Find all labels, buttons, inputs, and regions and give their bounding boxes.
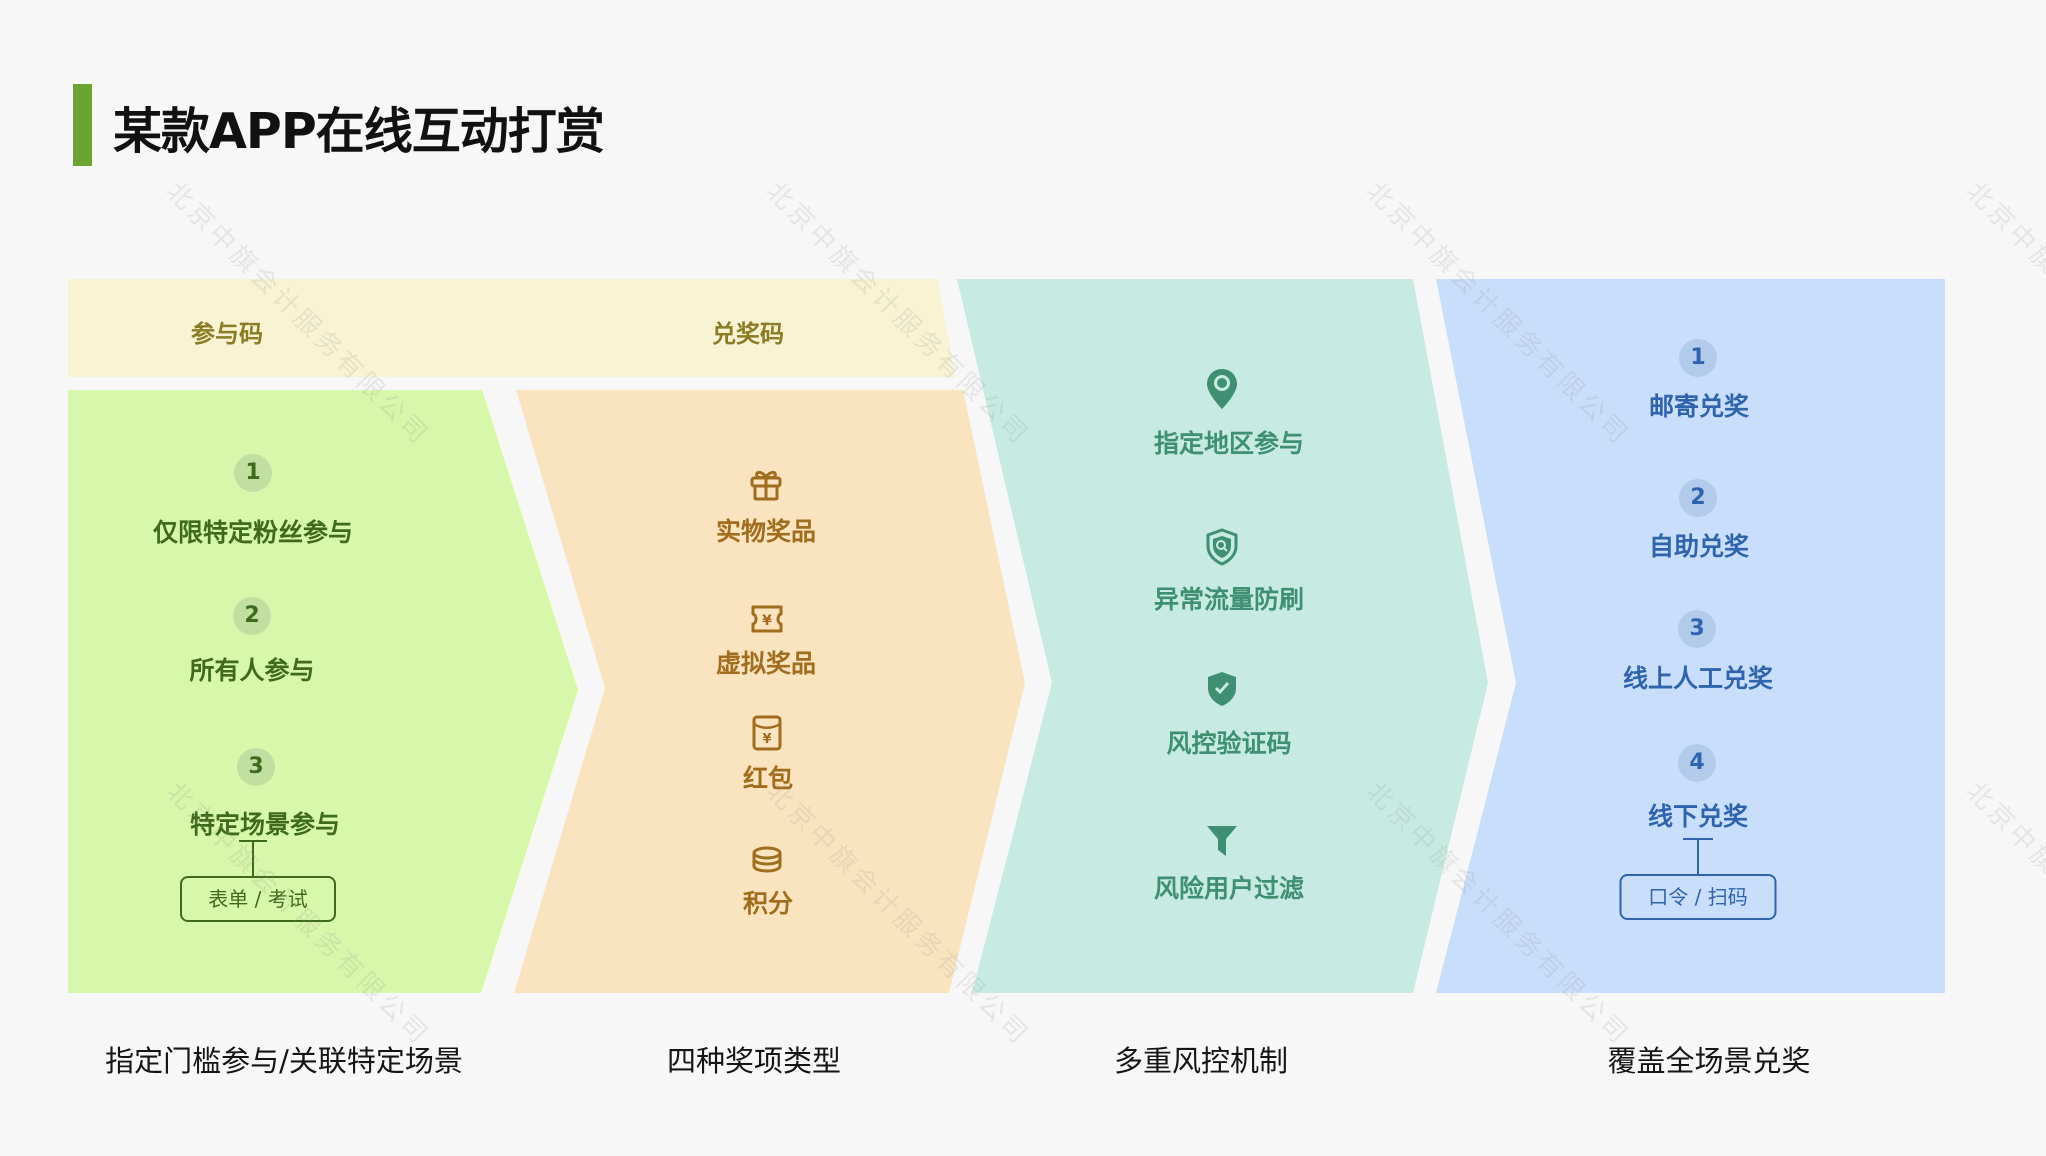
connector-line <box>1683 838 1713 875</box>
coupon-icon: ¥ <box>751 605 783 633</box>
red-envelope-icon: ¥ <box>752 715 782 751</box>
teal-panel-shape <box>957 279 1488 993</box>
caption-redemption: 覆盖全场景兑奖 <box>1607 1044 1811 1078</box>
top-banner-shape <box>68 279 955 377</box>
step-badge-2: 2 <box>233 597 271 635</box>
prize-item-physical: 实物奖品 <box>715 517 817 546</box>
caption-prize-types: 四种奖项类型 <box>666 1044 842 1078</box>
risk-item-captcha: 风控验证码 <box>1166 729 1292 758</box>
risk-item-user-filter: 风险用户过滤 <box>1153 874 1305 903</box>
redeem-item-self-service: 自助兑奖 <box>1648 532 1750 561</box>
svg-text:¥: ¥ <box>762 613 772 629</box>
shield-check-icon <box>1208 672 1236 706</box>
offline-method-tag: 口令 / 扫码 <box>1619 874 1777 920</box>
redeem-item-offline: 线下兑奖 <box>1647 802 1749 831</box>
participation-item-everyone: 所有人参与 <box>189 656 315 685</box>
redeem-item-online-manual: 线上人工兑奖 <box>1622 664 1774 693</box>
step-badge-3: 3 <box>237 748 275 786</box>
redeem-badge-1: 1 <box>1679 339 1717 377</box>
caption-participation: 指定门槛参与/关联特定场景 <box>105 1044 463 1078</box>
connector-line <box>239 840 267 877</box>
redeem-badge-3: 3 <box>1678 610 1716 648</box>
participation-item-scene: 特定场景参与 <box>189 810 341 839</box>
participation-code-label: 参与码 <box>191 320 263 348</box>
title-accent-bar <box>73 84 92 166</box>
green-panel-shape <box>68 390 578 993</box>
redemption-code-label: 兑奖码 <box>712 320 784 348</box>
redeem-badge-2: 2 <box>1679 479 1717 517</box>
step-badge-1: 1 <box>234 454 272 492</box>
prize-item-red-envelope: 红包 <box>742 764 794 793</box>
redeem-item-mail: 邮寄兑奖 <box>1648 392 1750 421</box>
shield-search-icon <box>1206 528 1238 566</box>
location-pin-icon <box>1207 369 1237 409</box>
participation-item-fans: 仅限特定粉丝参与 <box>152 518 354 547</box>
prize-item-virtual: 虚拟奖品 <box>715 649 817 678</box>
coins-icon <box>752 846 782 873</box>
scene-type-tag: 表单 / 考试 <box>180 876 336 922</box>
redeem-badge-4: 4 <box>1678 744 1716 782</box>
page-title: 某款APP在线互动打赏 <box>113 103 605 160</box>
caption-risk-control: 多重风控机制 <box>1113 1044 1289 1078</box>
prize-item-points: 积分 <box>742 889 794 918</box>
orange-panel-shape <box>514 390 1025 993</box>
svg-text:¥: ¥ <box>762 732 771 747</box>
gift-icon <box>750 470 782 501</box>
risk-item-region: 指定地区参与 <box>1153 429 1305 458</box>
risk-item-traffic: 异常流量防刷 <box>1153 585 1305 614</box>
filter-icon <box>1207 826 1237 856</box>
